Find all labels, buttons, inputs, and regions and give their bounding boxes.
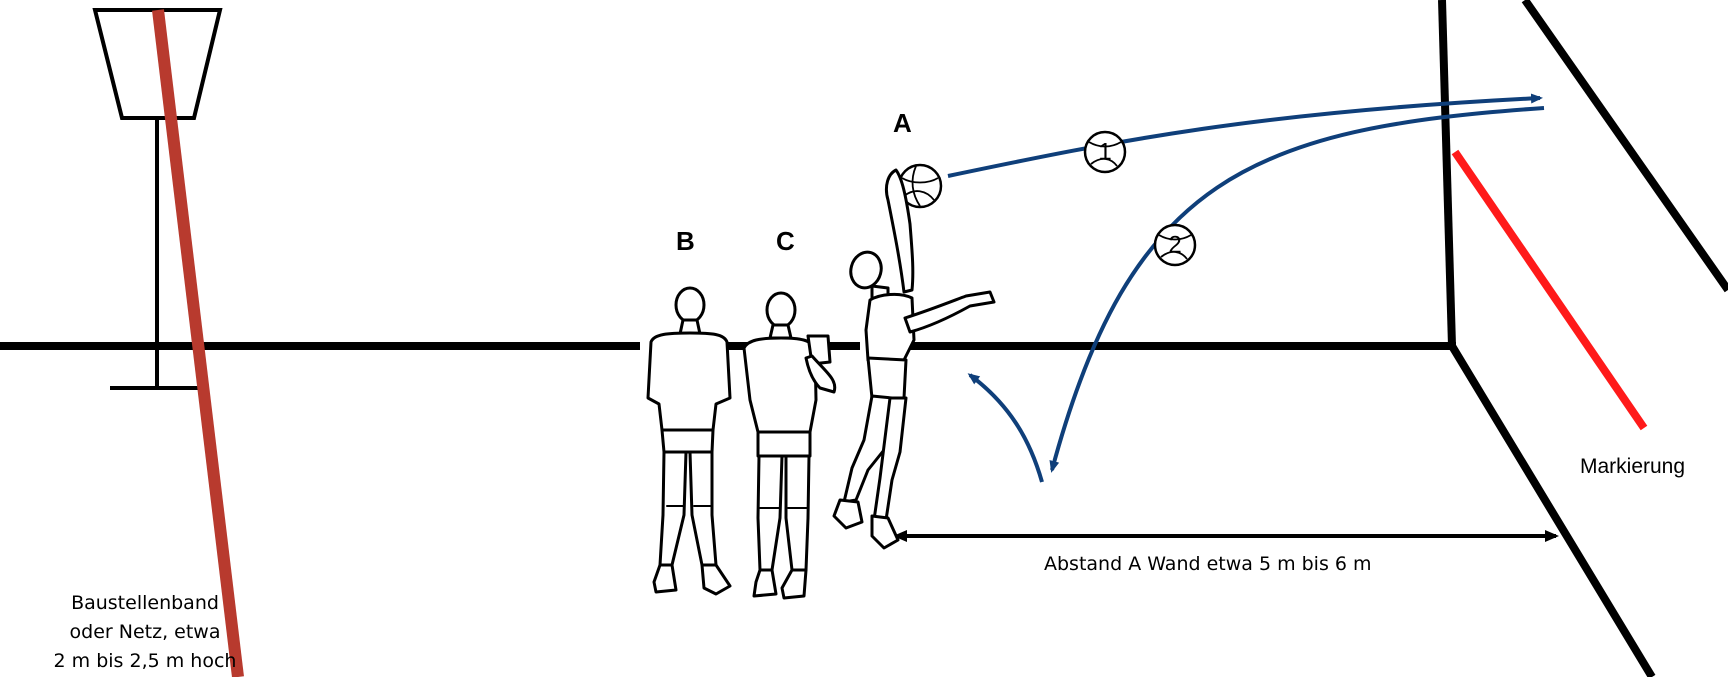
player-a-label: A [893, 108, 912, 138]
marking-label: Markierung [1580, 455, 1685, 478]
player-a-figure [832, 168, 996, 550]
tape-note-line-3: 2 m bis 2,5 m hoch [54, 650, 237, 672]
construction-tape-line [152, 9, 244, 677]
trajectory-2-marker: 2 [1153, 223, 1197, 267]
player-c-figure [742, 291, 837, 600]
tape-note-line-1: Baustellenband [71, 592, 219, 614]
tape-note-line-2: oder Netz, etwa [70, 621, 221, 643]
trajectory-1-path [947, 93, 1543, 178]
tape-note: Baustellenband oder Netz, etwa 2 m bis 2… [54, 592, 237, 672]
player-b-label: B [676, 226, 695, 256]
rebound-arrow-path [967, 373, 1044, 483]
player-c-label: C [776, 226, 795, 256]
player-b-figure [646, 286, 732, 596]
trajectory-2-path [1049, 106, 1545, 473]
wall-marking-line [1451, 149, 1648, 431]
wall-top-edge [1521, 0, 1728, 293]
trajectory-1-label: 1 [1098, 139, 1111, 166]
wall-vertical-line [1438, 0, 1456, 347]
trajectory-1-marker: 1 [1083, 130, 1127, 174]
basket-stand [92, 8, 223, 390]
wall-floor-edge [1448, 343, 1656, 677]
trajectory-2-label: 2 [1168, 232, 1181, 259]
distance-label: Abstand A Wand etwa 5 m bis 6 m [1044, 553, 1372, 575]
